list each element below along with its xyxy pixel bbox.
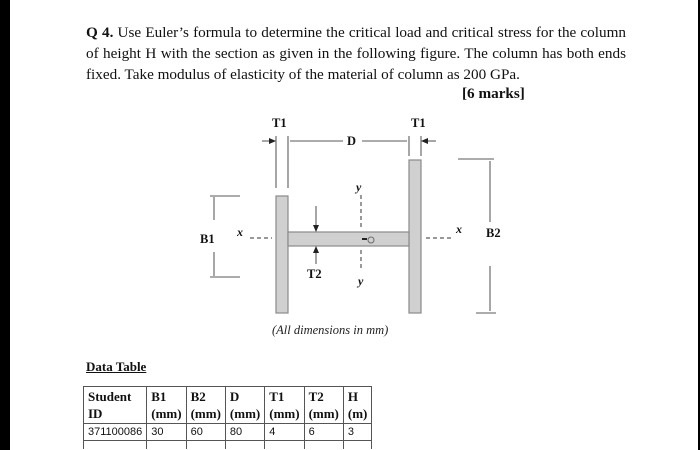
centroid-marker [367, 236, 375, 244]
header-b1: B1(mm) [146, 386, 187, 424]
cell-t2: 6 [303, 423, 344, 441]
y-bottom-label: y [356, 274, 364, 288]
column-section-figure: T1 D T1 B1 x B2 x T2 y y [200, 116, 501, 314]
cell-b2: 60 [185, 423, 226, 441]
t1-left-label: T1 [272, 116, 287, 130]
t2-arrow-bottom [313, 246, 319, 253]
cell-h: 3 [342, 423, 373, 441]
t1-right-label: T1 [411, 116, 426, 130]
web [287, 231, 410, 247]
data-table-title: Data Table [86, 359, 147, 374]
question-body: Use Euler’s formula to determine the cri… [86, 24, 626, 83]
t2-label: T2 [307, 267, 322, 281]
t1-left-arrowhead [269, 138, 276, 144]
x-right-label: x [455, 222, 462, 236]
marks-label: [6 marks] [462, 85, 525, 102]
document-page: Q 4. Use Euler’s formula to determine th… [10, 0, 698, 450]
header-t2: T2(mm) [303, 386, 344, 424]
b1-label: B1 [200, 232, 215, 246]
table-row-cut [82, 440, 373, 449]
cell-t1: 4 [264, 423, 305, 441]
cell-b1: 30 [146, 423, 187, 441]
header-h: H(m) [342, 386, 373, 424]
b2-label: B2 [486, 226, 501, 240]
header-b2: B2(mm) [185, 386, 226, 424]
t1-right-arrowhead [421, 138, 428, 144]
y-top-label: y [354, 180, 362, 194]
right-flange [408, 159, 422, 314]
left-flange [275, 195, 289, 314]
cell-student-id: 371100086 [82, 423, 148, 441]
question-text: Q 4. Use Euler’s formula to determine th… [86, 22, 626, 85]
t2-arrow-top [313, 225, 319, 232]
header-d: D(mm) [224, 386, 266, 424]
d-label: D [347, 134, 356, 148]
cell-d: 80 [224, 423, 266, 441]
header-t1: T1(mm) [264, 386, 305, 424]
table-row: 371100086 30 60 80 4 6 3 [82, 423, 373, 441]
x-left-label: x [236, 225, 243, 239]
question-number: Q 4. [86, 24, 114, 41]
figure-caption: (All dimensions in mm) [272, 323, 389, 337]
